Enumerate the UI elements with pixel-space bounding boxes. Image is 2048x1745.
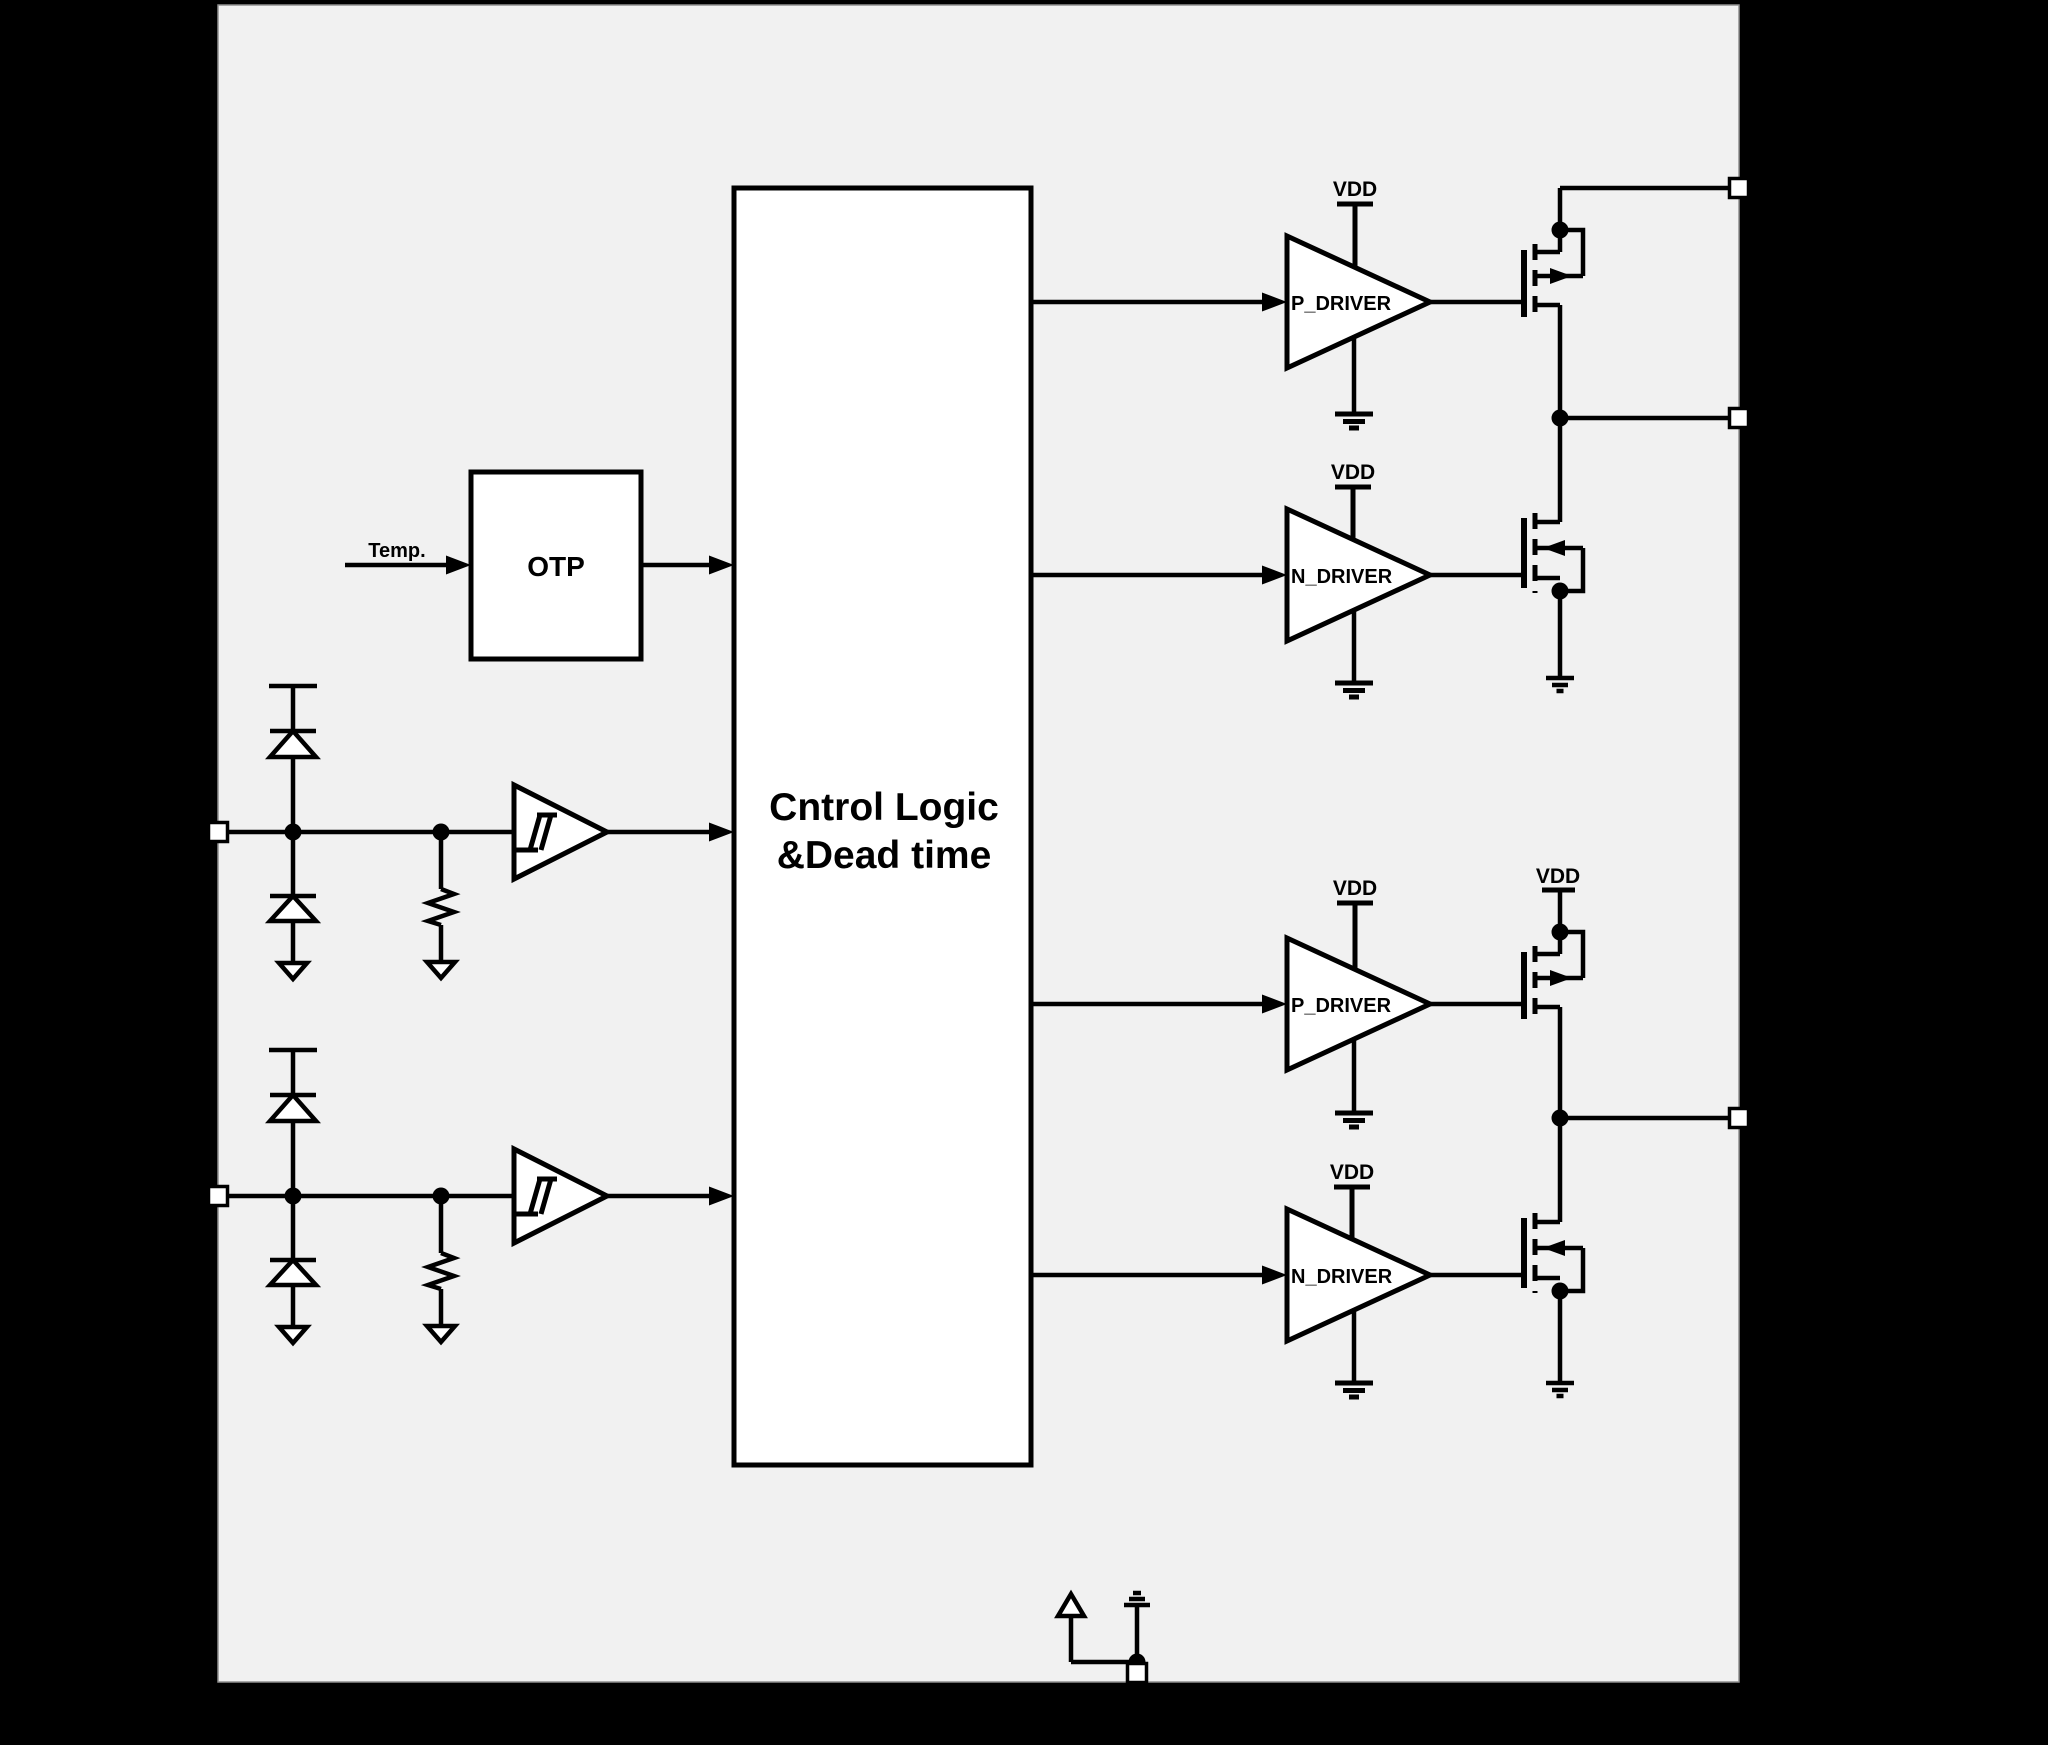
otp-block: Temp. OTP [345, 469, 734, 662]
half-bridge-2: VDD [1524, 865, 1751, 1396]
input-channel-2 [206, 1050, 734, 1343]
junction-dot [432, 823, 450, 841]
vdd-label: VDD [1333, 877, 1377, 900]
power-ground-cluster [1054, 1589, 1150, 1685]
control-logic-box [731, 185, 1034, 1468]
driver-label: P_DRIVER [1291, 995, 1392, 1017]
output-pin-top [1727, 176, 1751, 200]
driver-p2: VDD P_DRIVER [1031, 877, 1524, 1127]
input-pin-1 [206, 820, 230, 844]
vdd-label: VDD [1333, 178, 1377, 201]
driver-n2: VDD N_DRIVER [1031, 1161, 1524, 1397]
input-channel-1 [206, 686, 734, 979]
otp-label: OTP [527, 551, 585, 582]
driver-label: N_DRIVER [1291, 566, 1393, 588]
temp-label: Temp. [368, 540, 425, 562]
half-bridge-1 [1524, 176, 1751, 692]
vdd-tap [1334, 1184, 1370, 1240]
junction-dot [284, 823, 302, 841]
input-pin-2 [206, 1184, 230, 1208]
junction-dot [284, 1187, 302, 1205]
vdd-label: VDD [1330, 1161, 1374, 1184]
junction-dot [432, 1187, 450, 1205]
driver-label: N_DRIVER [1291, 1266, 1393, 1288]
output-pin-mid [1727, 406, 1751, 430]
output-pin-bottom [1727, 1106, 1751, 1130]
vdd-tap [1335, 484, 1371, 540]
control-logic-title-line1: Cntrol Logic [769, 786, 999, 829]
pmos1-source-rail [1557, 185, 1735, 252]
vdd-label: VDD [1331, 461, 1375, 484]
driver-p1: VDD P_DRIVER [1031, 178, 1524, 428]
vdd-tap [1337, 900, 1373, 970]
driver-label: P_DRIVER [1291, 293, 1392, 315]
control-logic-block: Cntrol Logic &Dead time [731, 185, 1034, 1468]
driver-n1: VDD N_DRIVER [1031, 461, 1524, 697]
vdd-tap [1337, 201, 1373, 268]
earth-ground-icon [1124, 1590, 1150, 1608]
vdd-label: VDD [1536, 865, 1580, 888]
control-logic-title-line2: &Dead time [777, 834, 992, 877]
ground-pin [1125, 1661, 1149, 1685]
